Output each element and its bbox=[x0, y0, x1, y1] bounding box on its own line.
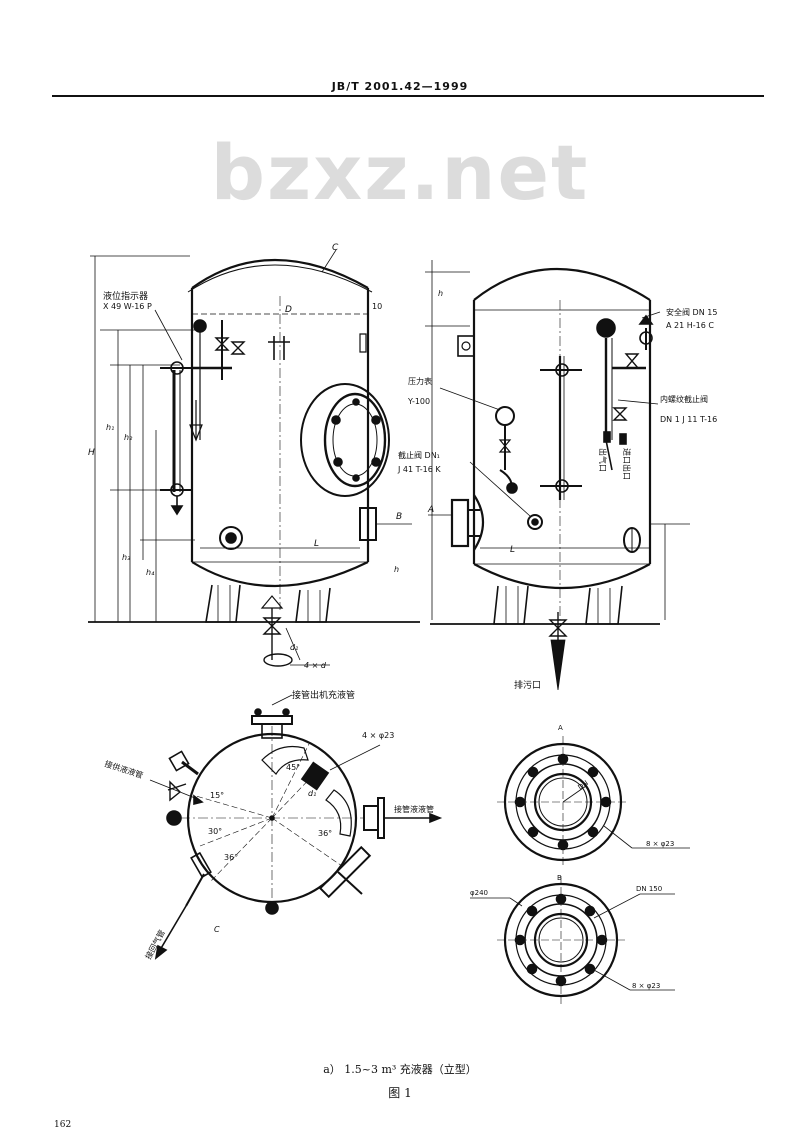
dim-h2-label: h₂ bbox=[124, 433, 133, 442]
plan-bolt-label: 4 × φ23 bbox=[362, 731, 394, 740]
plan-view bbox=[149, 694, 443, 960]
flange-b-label: B bbox=[557, 874, 562, 882]
watermark: bzxz.net bbox=[210, 128, 590, 217]
dim-h3-label: h₃ bbox=[122, 553, 130, 562]
plan-angle-45: 45° bbox=[286, 763, 300, 772]
dim-b-label: B bbox=[396, 512, 402, 522]
flange-b-detail bbox=[470, 876, 675, 1004]
plan-right-label: 接管液液管 bbox=[394, 804, 434, 814]
dim-d-label: D bbox=[285, 305, 292, 315]
pressure-gauge-label-2: Y-100 bbox=[407, 397, 430, 406]
right-elevation-view bbox=[425, 260, 690, 691]
flange-a-label: A bbox=[558, 724, 563, 732]
outlet-label-2: 进口出口 bbox=[622, 448, 632, 480]
figure-number: 图 1 bbox=[388, 1086, 412, 1100]
flange-b-outer-dia: φ240 bbox=[470, 889, 488, 897]
check-valve-label-1: 内螺纹截止阀 bbox=[660, 394, 708, 404]
check-valve-label-2: DN 1 J 11 T-16 bbox=[660, 415, 717, 424]
level-gauge-label-1: 液位指示器 bbox=[103, 290, 148, 302]
right-a-label: A bbox=[427, 505, 434, 515]
plan-angle-30: 30° bbox=[208, 827, 222, 836]
flange-b-dn: DN 150 bbox=[636, 885, 662, 893]
dim-h4-label: h₄ bbox=[146, 568, 155, 577]
dim-l-label: L bbox=[314, 539, 319, 549]
figure-caption: a） 1.5~3 m³ 充液器（立型） bbox=[323, 1063, 477, 1076]
dim-h-small-label: h bbox=[394, 565, 399, 574]
plan-d1-label: d₁ bbox=[308, 789, 316, 798]
page-number: 162 bbox=[54, 1120, 72, 1130]
right-l-label: L bbox=[510, 545, 515, 555]
plan-angle-36-left: 36° bbox=[224, 853, 238, 862]
dome-c-label: C bbox=[332, 243, 339, 253]
plan-left-label: 接供液液管 bbox=[103, 758, 144, 780]
flange-a-bolts-label: 8 × φ23 bbox=[646, 840, 674, 848]
plan-angle-15: 15° bbox=[210, 791, 224, 800]
stop-valve-label-1: 截止阀 DN₁ bbox=[398, 450, 440, 460]
level-gauge-label-2: X 49 W-16 P bbox=[103, 302, 152, 311]
pressure-gauge-label-1: 压力表 bbox=[408, 376, 432, 386]
flange-a-detail bbox=[497, 736, 690, 868]
dim-h-label: H bbox=[88, 448, 95, 458]
flange-b-bolts-label: 8 × φ23 bbox=[632, 982, 660, 990]
right-h-label: h bbox=[438, 289, 443, 298]
safety-valve-label-2: A 21 H-16 C bbox=[666, 321, 714, 330]
dim-4xd-label: 4 × d bbox=[304, 661, 327, 670]
drain-label: 排污口 bbox=[514, 679, 541, 691]
safety-valve-label-1: 安全阀 DN 15 bbox=[666, 307, 717, 317]
plan-c-label: C bbox=[214, 925, 220, 934]
standard-code: JB/T 2001.42—1999 bbox=[331, 80, 469, 93]
left-elevation-view bbox=[88, 249, 420, 667]
plan-angle-36-right: 36° bbox=[318, 829, 332, 838]
dim-h1-label: h₁ bbox=[106, 423, 114, 432]
header-rule bbox=[52, 95, 764, 97]
dim-10-label: 10 bbox=[372, 302, 382, 311]
outlet-label-1: 出气口 bbox=[598, 448, 608, 472]
stop-valve-label-2: J 41 T-16 K bbox=[397, 465, 441, 474]
dim-d1-label: d₁ bbox=[290, 643, 298, 652]
plan-top-label: 接管出机充液管 bbox=[292, 689, 355, 701]
